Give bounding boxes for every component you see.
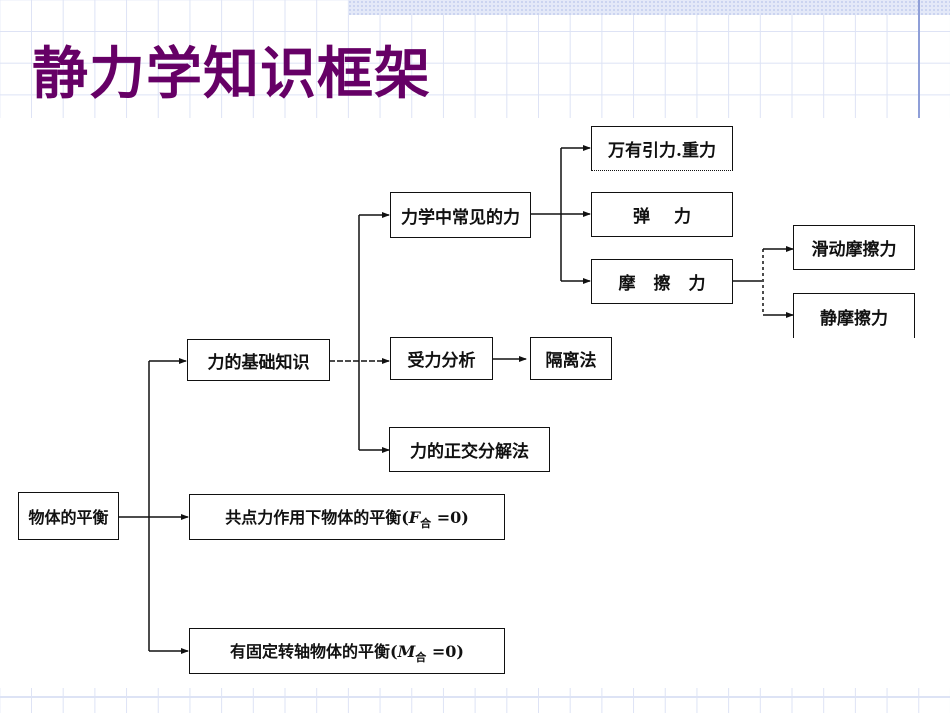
node-label: 有固定转轴物体的平衡(M合 =0) (230, 641, 464, 664)
slide-title: 静力学知识框架 (32, 41, 431, 107)
node-label: 摩擦力 (618, 274, 724, 294)
node-static-friction: 静摩擦力 (793, 293, 915, 338)
node-elastic-force: 弹力 (591, 192, 733, 237)
node-orthogonal-decomposition: 力的正交分解法 (389, 427, 550, 472)
node-common-forces: 力学中常见的力 (390, 192, 531, 238)
node-label: 物体的平衡 (28, 508, 109, 527)
background-grid-bottom (0, 688, 950, 713)
background-grid-top (0, 0, 950, 118)
node-force-analysis: 受力分析 (390, 337, 493, 380)
node-friction: 摩擦力 (591, 259, 733, 304)
node-label: 受力分析 (407, 351, 476, 371)
node-label: 弹力 (633, 207, 715, 227)
node-label: 滑动摩擦力 (811, 240, 897, 260)
footer-rule (0, 696, 950, 698)
header-pattern-band (348, 0, 950, 15)
node-label: 力的基础知识 (207, 352, 310, 373)
node-label: 静摩擦力 (820, 308, 888, 329)
node-root-equilibrium: 物体的平衡 (18, 492, 119, 540)
node-label: 共点力作用下物体的平衡(F合 =0) (225, 507, 469, 530)
node-concurrent-equilibrium: 共点力作用下物体的平衡(F合 =0) (189, 494, 505, 540)
node-label: 力的正交分解法 (410, 442, 529, 462)
node-label: 隔离法 (545, 351, 597, 371)
node-fixed-axis-equilibrium: 有固定转轴物体的平衡(M合 =0) (189, 628, 505, 674)
header-accent-line (918, 0, 920, 118)
node-label: 万有引力.重力 (608, 141, 716, 161)
node-sliding-friction: 滑动摩擦力 (793, 225, 915, 270)
node-isolation-method: 隔离法 (530, 337, 612, 380)
node-force-basics: 力的基础知识 (187, 339, 330, 381)
node-gravitation: 万有引力.重力 (591, 126, 733, 171)
node-label: 力学中常见的力 (401, 207, 520, 228)
